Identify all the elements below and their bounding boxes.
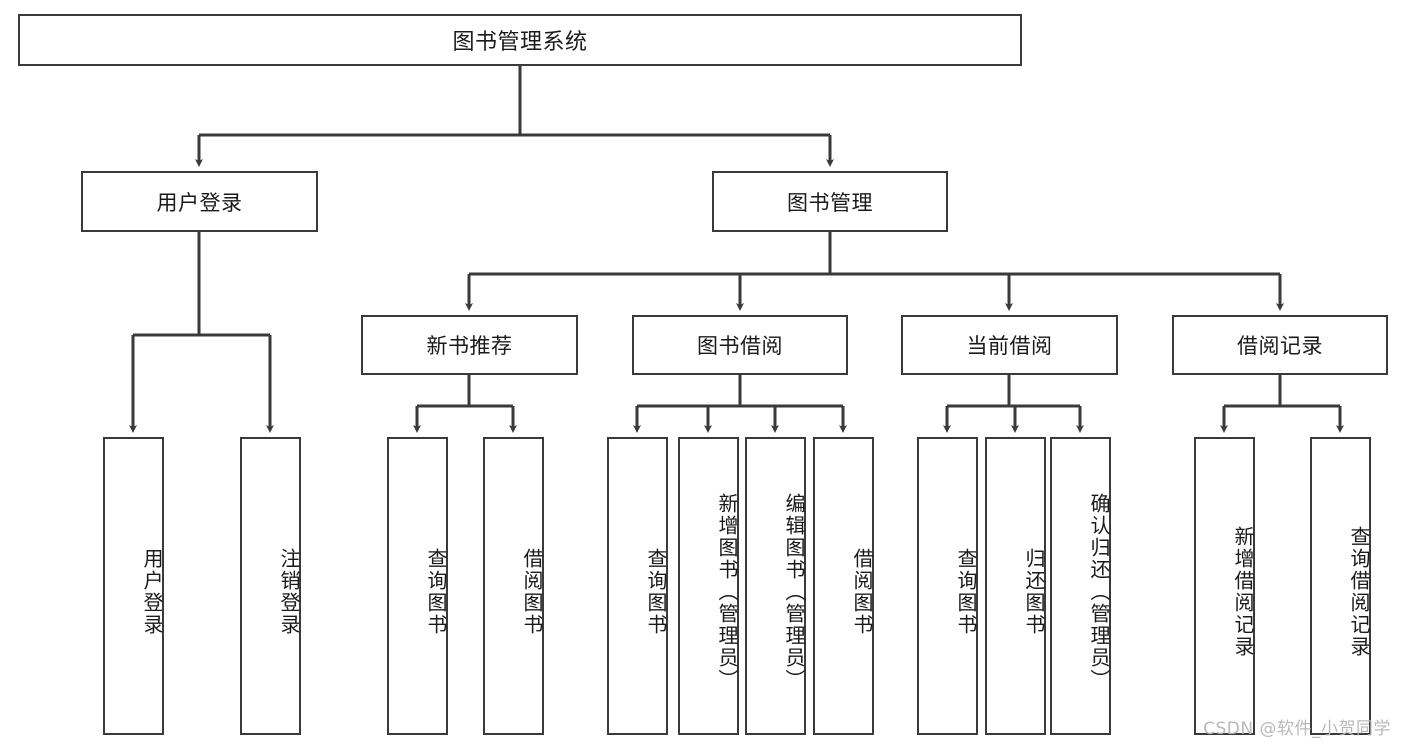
- node-label: 用户登录: [140, 548, 164, 636]
- node-label: 查询图书: [954, 548, 978, 636]
- leaf-current-return-book[interactable]: 归还图书: [985, 437, 1046, 735]
- node-root-system[interactable]: 图书管理系统: [18, 14, 1022, 66]
- leaf-current-confirm-return-admin[interactable]: 确认归还（管理员）: [1050, 437, 1111, 735]
- node-label: 当前借阅: [966, 334, 1053, 358]
- node-book-management[interactable]: 图书管理: [712, 171, 948, 232]
- leaf-borrow-borrow-book[interactable]: 借阅图书: [813, 437, 874, 735]
- node-new-book-recommend[interactable]: 新书推荐: [361, 315, 578, 375]
- node-label: 注销登录: [277, 548, 301, 636]
- leaf-newrec-query-book[interactable]: 查询图书: [387, 437, 448, 735]
- node-label: 图书借阅: [697, 334, 783, 358]
- node-label: 查询图书: [424, 548, 448, 636]
- leaf-borrow-edit-book-admin[interactable]: 编辑图书（管理员）: [745, 437, 806, 735]
- node-label: 借阅图书: [850, 548, 874, 636]
- leaf-record-query-record[interactable]: 查询借阅记录: [1310, 437, 1371, 735]
- leaf-newrec-borrow-book[interactable]: 借阅图书: [483, 437, 544, 735]
- watermark-text: CSDN @软件_小贺同学: [1203, 719, 1391, 739]
- leaf-user-login[interactable]: 用户登录: [103, 437, 164, 735]
- node-label: 查询借阅记录: [1347, 526, 1371, 658]
- node-label: 查询图书: [644, 548, 668, 636]
- node-current-borrow[interactable]: 当前借阅: [901, 315, 1118, 375]
- node-label: 图书管理: [787, 190, 873, 215]
- leaf-user-logout[interactable]: 注销登录: [240, 437, 301, 735]
- node-label: 编辑图书（管理员）: [782, 493, 806, 691]
- node-label: 新书推荐: [426, 334, 513, 358]
- node-label: 图书管理系统: [452, 30, 588, 55]
- node-label: 归还图书: [1022, 548, 1046, 636]
- node-label: 借阅记录: [1237, 334, 1323, 358]
- leaf-borrow-add-book-admin[interactable]: 新增图书（管理员）: [678, 437, 739, 735]
- node-label: 新增图书（管理员）: [715, 493, 739, 691]
- node-label: 确认归还（管理员）: [1087, 493, 1111, 691]
- node-label: 新增借阅记录: [1231, 526, 1255, 658]
- node-borrow-record[interactable]: 借阅记录: [1172, 315, 1388, 375]
- leaf-current-query-book[interactable]: 查询图书: [917, 437, 978, 735]
- node-label: 借阅图书: [520, 548, 544, 636]
- leaf-borrow-query-book[interactable]: 查询图书: [607, 437, 668, 735]
- node-label: 用户登录: [156, 190, 243, 215]
- node-book-borrow[interactable]: 图书借阅: [632, 315, 848, 375]
- node-user-login[interactable]: 用户登录: [81, 171, 318, 232]
- leaf-record-add-record[interactable]: 新增借阅记录: [1194, 437, 1255, 735]
